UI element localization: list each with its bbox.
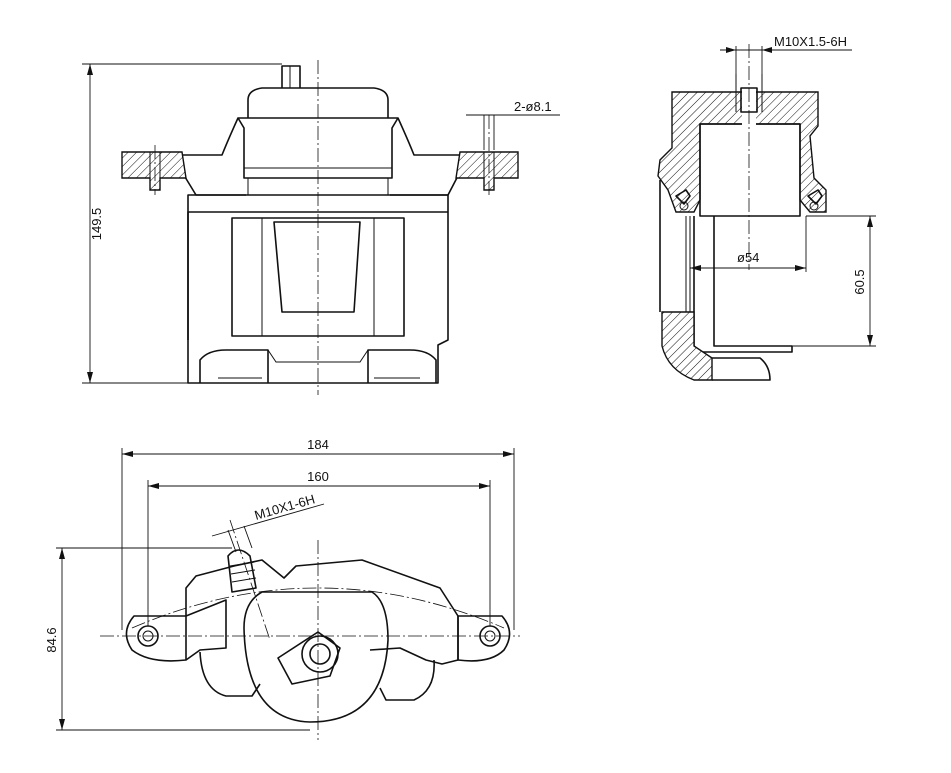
top-view: 184 160 M10X1-6H 84.6 xyxy=(44,437,520,740)
dim-piston-depth: 60.5 xyxy=(852,269,867,294)
dim-height-top: 84.6 xyxy=(44,627,59,652)
dim-height-front: 149.5 xyxy=(89,208,104,241)
dim-mount-spacing: 160 xyxy=(307,469,329,484)
dim-thread-bleeder: M10X1-6H xyxy=(253,491,317,523)
dim-piston-diameter: ø54 xyxy=(737,250,759,265)
dim-hole-callout: 2-ø8.1 xyxy=(514,99,552,114)
section-view: M10X1.5-6H ø54 60.5 xyxy=(657,34,876,381)
dim-thread-top: M10X1.5-6H xyxy=(774,34,847,49)
dim-overall-width: 184 xyxy=(307,437,329,452)
front-view: 149.5 2-ø8.1 xyxy=(82,60,560,395)
